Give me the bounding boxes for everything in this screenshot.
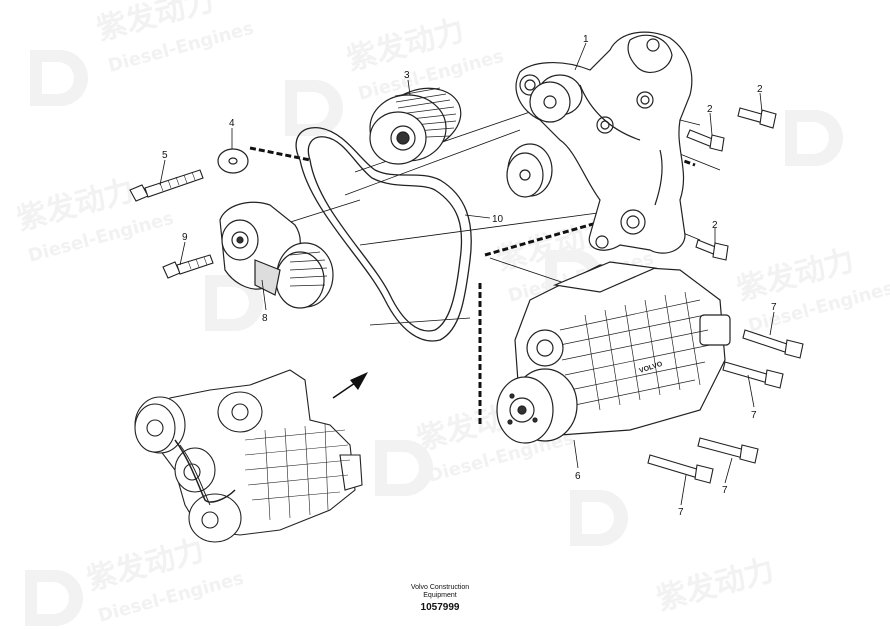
belt-part-10 [295,127,472,342]
callout-labels: 1 2 2 2 3 4 5 6 7 7 7 7 8 9 10 [162,34,777,518]
bolts [129,107,804,484]
bracket-part-1 [515,31,693,254]
callout-1: 1 [583,34,589,45]
callout-6: 6 [575,471,581,482]
watermark-logo [570,490,628,546]
callout-2: 2 [757,84,763,95]
watermark-logo [375,440,433,496]
callout-10: 10 [492,214,504,225]
bolt-part-7 [722,361,784,389]
bolt-part-7 [742,329,804,359]
callout-5: 5 [162,150,168,161]
callout-7: 7 [722,485,728,496]
watermark-cn: 紫发动力 [653,553,778,618]
callout-7: 7 [771,302,777,313]
watermark-logo [285,80,343,136]
callout-3: 3 [404,70,410,81]
callout-2: 2 [707,104,713,115]
bolt-part-5 [129,169,204,202]
watermark-logo [205,275,263,331]
callout-leaders [159,42,775,506]
callout-7: 7 [751,410,757,421]
callout-2: 2 [712,220,718,231]
washer-part-4 [217,148,249,174]
callout-4: 4 [229,118,235,129]
view-pointer-arrow [332,372,368,399]
idler-pulley [506,74,583,198]
callout-8: 8 [262,313,268,324]
tensioner-part-8 [219,201,334,309]
bolt-part-7 [647,454,714,484]
footer-line-2: Equipment [423,592,457,599]
bolt-part-2 [737,107,777,129]
watermark-logo [25,570,83,626]
callout-9: 9 [182,232,188,243]
bolt-part-9 [162,254,214,279]
bolt-part-7 [697,437,759,464]
pulley-part-3 [369,87,462,165]
drawing-number: 1057999 [420,602,460,613]
watermark-logo [30,50,88,106]
assembled-view [134,369,363,543]
watermark-logo [785,110,843,166]
compressor-part-6: VOLVO [496,261,731,444]
footer-line-1: Volvo Construction [410,584,470,591]
callout-7: 7 [678,507,684,518]
bolt-part-2 [686,129,725,152]
drawing-footer: Volvo Construction Equipment 1057999 [380,584,500,613]
bolt-part-2 [695,239,729,261]
